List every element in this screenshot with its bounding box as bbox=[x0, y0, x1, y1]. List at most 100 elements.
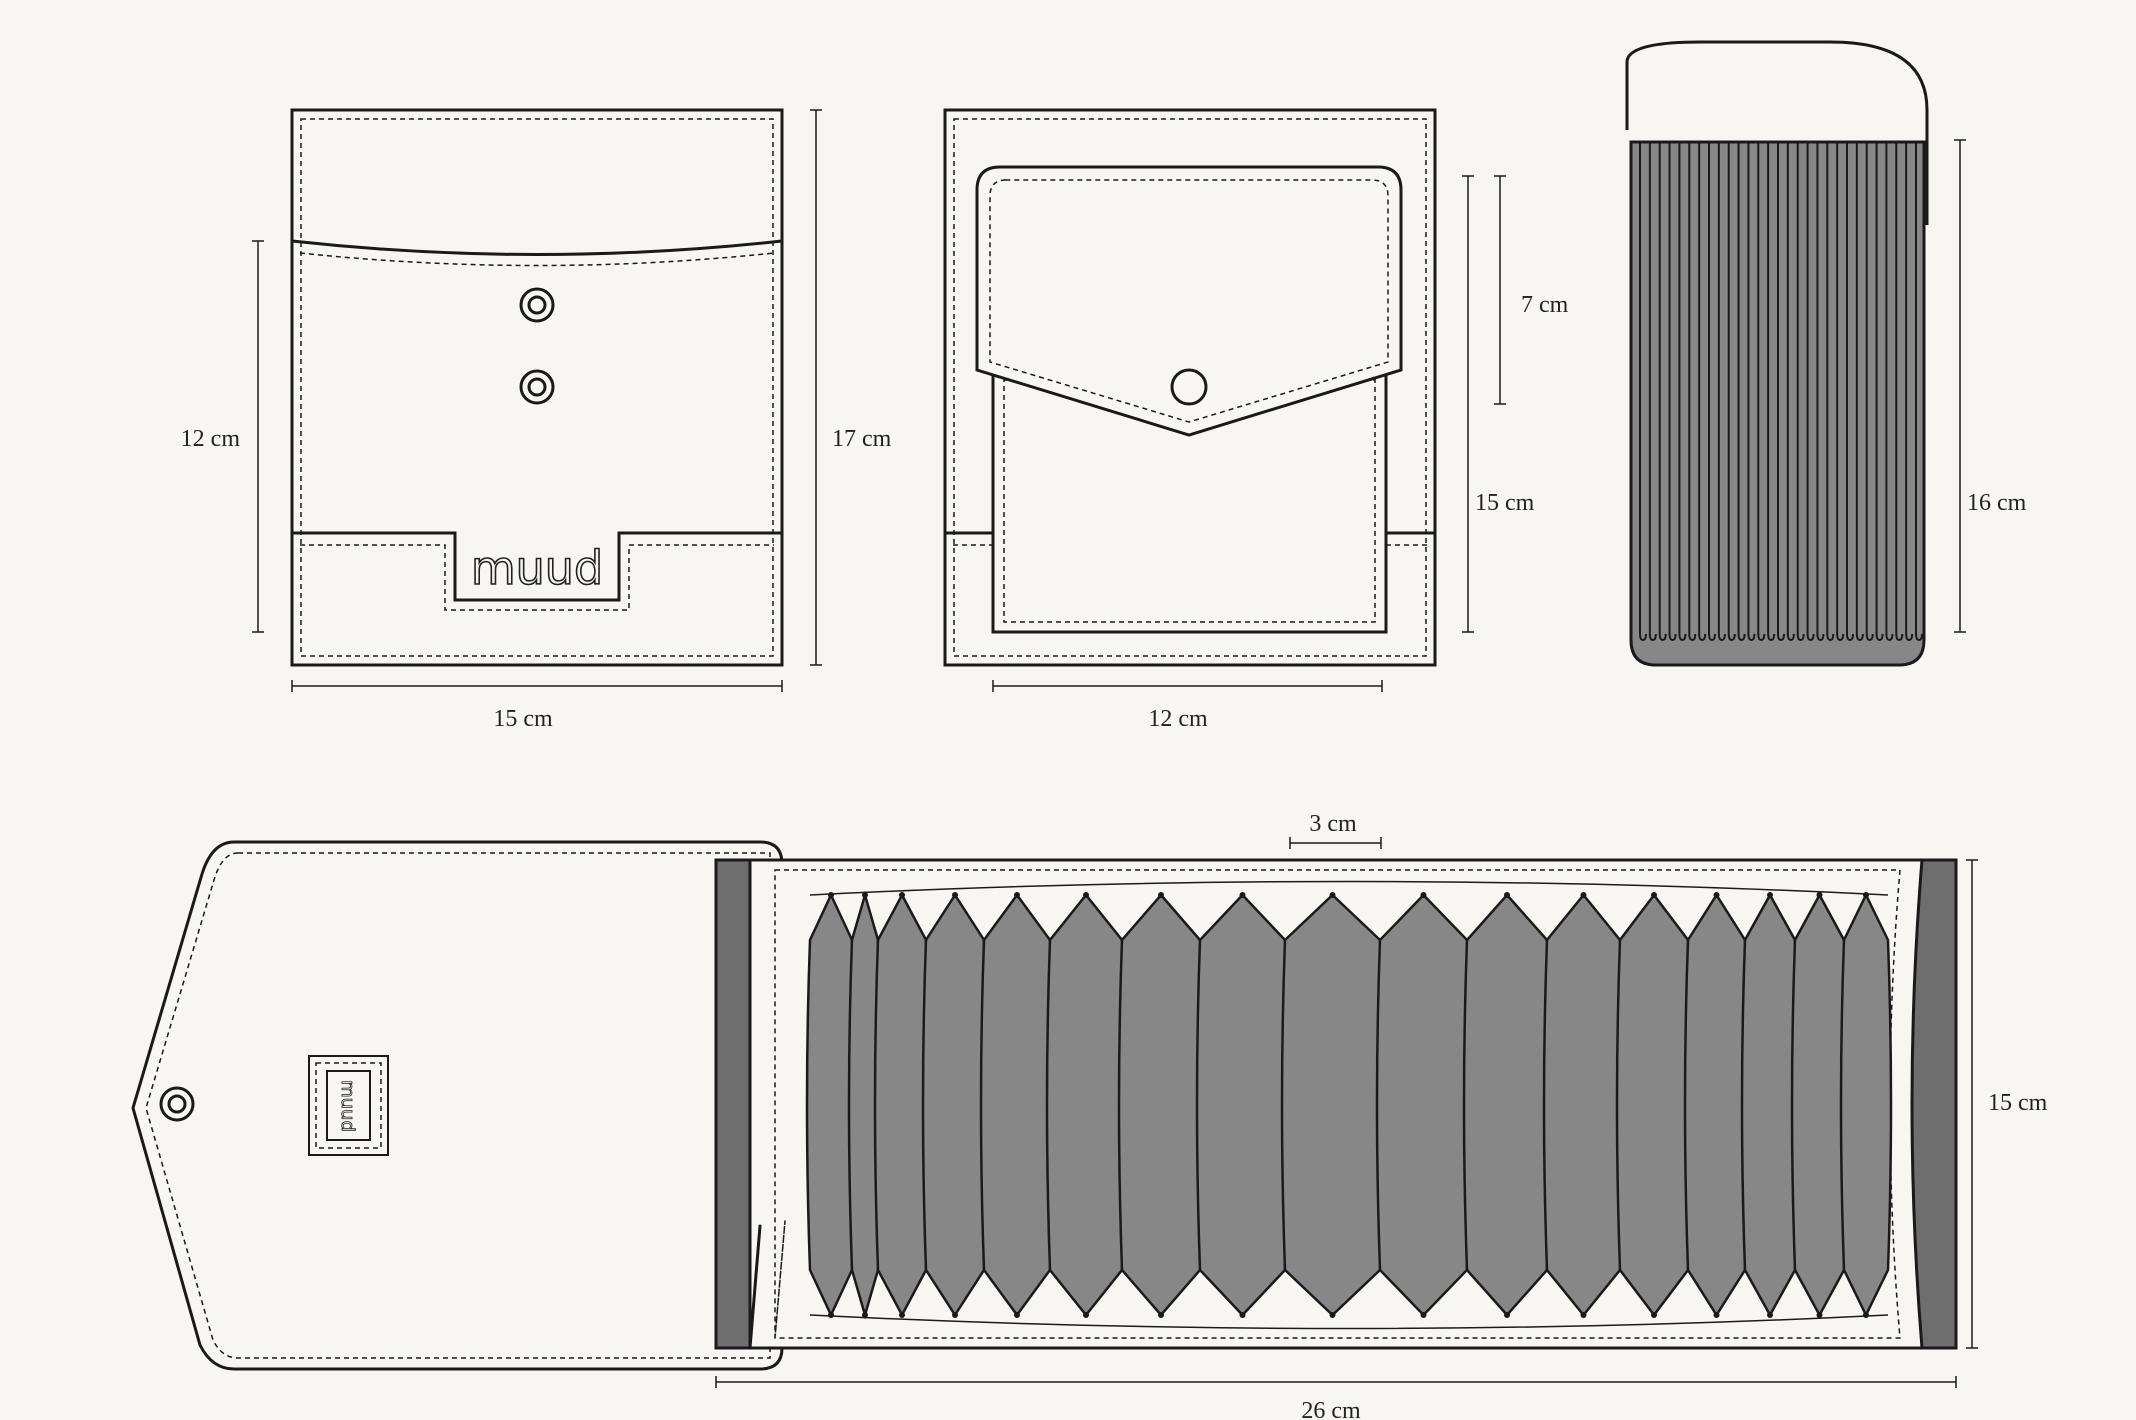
slot-rivet bbox=[1713, 892, 1720, 898]
side-pleat-line bbox=[1875, 142, 1884, 642]
card-slot bbox=[1375, 893, 1472, 1317]
back-body-stitching bbox=[300, 118, 774, 657]
side-pleat-line bbox=[1806, 142, 1815, 642]
slot-rivet bbox=[1504, 1312, 1510, 1318]
open-flap-stitch bbox=[145, 852, 771, 1359]
side-pleat-line bbox=[1639, 142, 1647, 642]
side-pleat-line bbox=[1836, 142, 1845, 642]
slot-rivet bbox=[1014, 892, 1020, 898]
card-slot bbox=[1280, 893, 1385, 1317]
slot-rivet bbox=[1329, 1312, 1336, 1318]
dim-label-front-flap: 7 cm bbox=[1521, 292, 1569, 318]
dimension-front-width: 12 cm bbox=[992, 680, 1383, 732]
side-pleat-line bbox=[1777, 142, 1785, 642]
side-pleats bbox=[1639, 142, 1923, 642]
dim-label-slot-width: 3 cm bbox=[1309, 811, 1357, 837]
dimension-slot-width: 3 cm bbox=[1289, 811, 1382, 849]
card-slot bbox=[1195, 893, 1290, 1317]
dimension-front-flap-height: 7 cm bbox=[1494, 175, 1569, 405]
side-pleat-line bbox=[1846, 142, 1854, 642]
dim-label-back-total: 17 cm bbox=[832, 426, 892, 452]
slot-rivet bbox=[1083, 1312, 1089, 1318]
side-pleat-line bbox=[1708, 142, 1716, 642]
slot-rivet bbox=[1816, 892, 1823, 898]
slot-rivet bbox=[1651, 892, 1657, 898]
slot-rivet bbox=[828, 1312, 834, 1318]
back-body-outline bbox=[290, 108, 784, 667]
view-open: muud 3 cm 15 cm 26 cm bbox=[131, 811, 2048, 1420]
view-front: 7 cm 15 cm 12 cm bbox=[943, 108, 1569, 732]
card-slot bbox=[1615, 892, 1693, 1318]
dim-label-side-height: 16 cm bbox=[1967, 490, 2027, 516]
side-pleat-line bbox=[1737, 142, 1746, 642]
front-body-stitching bbox=[953, 118, 1427, 657]
slot-rivet bbox=[828, 892, 834, 898]
front-flap bbox=[975, 165, 1403, 437]
dimension-front-height: 15 cm bbox=[1462, 175, 1535, 633]
slot-rivet bbox=[1239, 1312, 1246, 1318]
brand-label-icon: muud bbox=[308, 1055, 389, 1156]
open-pleated-slots bbox=[805, 880, 1893, 1330]
side-pleat-line bbox=[1865, 142, 1874, 642]
slot-rivet bbox=[1329, 892, 1336, 898]
card-slot bbox=[921, 892, 989, 1318]
slot-rivet bbox=[1083, 892, 1089, 898]
slot-rivet bbox=[1158, 1312, 1164, 1318]
side-strap bbox=[1625, 40, 1929, 225]
slot-rivet bbox=[1767, 1312, 1773, 1318]
card-slot bbox=[1839, 892, 1893, 1318]
card-slot bbox=[1683, 892, 1750, 1318]
slot-rivet bbox=[862, 892, 868, 898]
slot-rivet bbox=[1580, 1312, 1587, 1318]
back-pocket-stitch bbox=[299, 252, 775, 267]
side-pleat-line bbox=[1757, 142, 1766, 642]
side-pleat-line bbox=[1767, 142, 1776, 642]
side-pleat-line bbox=[1747, 142, 1756, 642]
dimension-back-pocket-height: 12 cm bbox=[181, 240, 264, 633]
dim-label-open-width: 26 cm bbox=[1301, 1398, 1361, 1420]
dimension-side-height: 16 cm bbox=[1954, 139, 2027, 633]
side-pleat-line bbox=[1885, 142, 1894, 642]
view-side: 16 cm bbox=[1625, 40, 2027, 667]
side-pleat-line bbox=[1668, 142, 1677, 642]
slot-rivet bbox=[899, 1312, 905, 1318]
side-pleat-line bbox=[1905, 142, 1914, 642]
side-pleat-line bbox=[1796, 142, 1805, 642]
card-slot bbox=[1462, 893, 1552, 1317]
double-ring-icon bbox=[519, 287, 555, 323]
side-pleat-line bbox=[1688, 142, 1697, 642]
slot-rivet bbox=[1420, 1312, 1427, 1318]
card-slot bbox=[979, 892, 1055, 1318]
slot-top-thread bbox=[809, 880, 1889, 896]
view-back: muud 12 cm 17 cm 15 cm bbox=[181, 108, 892, 732]
slot-rivet bbox=[1239, 892, 1246, 898]
dimension-open-height: 15 cm bbox=[1966, 859, 2048, 1349]
slot-rivet bbox=[862, 1312, 868, 1318]
slot-rivet bbox=[1713, 1312, 1720, 1318]
dimension-back-width: 15 cm bbox=[291, 680, 783, 732]
slot-rivet bbox=[1014, 1312, 1020, 1318]
dim-label-front-width: 12 cm bbox=[1148, 706, 1208, 732]
side-pleat-line bbox=[1786, 142, 1795, 642]
side-pleat-line bbox=[1816, 142, 1825, 642]
slot-rivet bbox=[899, 892, 905, 898]
slot-rivet bbox=[1863, 892, 1869, 898]
side-pleat-line bbox=[1698, 142, 1707, 642]
ring-icon bbox=[1170, 368, 1208, 406]
side-pleat-line bbox=[1727, 142, 1736, 642]
open-inner-stitch bbox=[774, 869, 1901, 1339]
dimension-back-total-height: 17 cm bbox=[810, 109, 892, 666]
slot-rivet bbox=[1504, 892, 1510, 898]
double-ring-icon bbox=[159, 1086, 195, 1122]
back-lower-band bbox=[292, 531, 782, 602]
card-slot bbox=[1542, 893, 1625, 1317]
side-pleat-line bbox=[1855, 142, 1864, 642]
slot-rivet bbox=[1580, 892, 1587, 898]
front-flap-stitch bbox=[989, 179, 1389, 423]
slot-rivet bbox=[1420, 892, 1427, 898]
open-flap-panel bbox=[131, 840, 784, 1371]
side-pleat-line bbox=[1717, 142, 1726, 642]
dim-label-front-height: 15 cm bbox=[1475, 490, 1535, 516]
card-slot bbox=[1790, 892, 1849, 1318]
